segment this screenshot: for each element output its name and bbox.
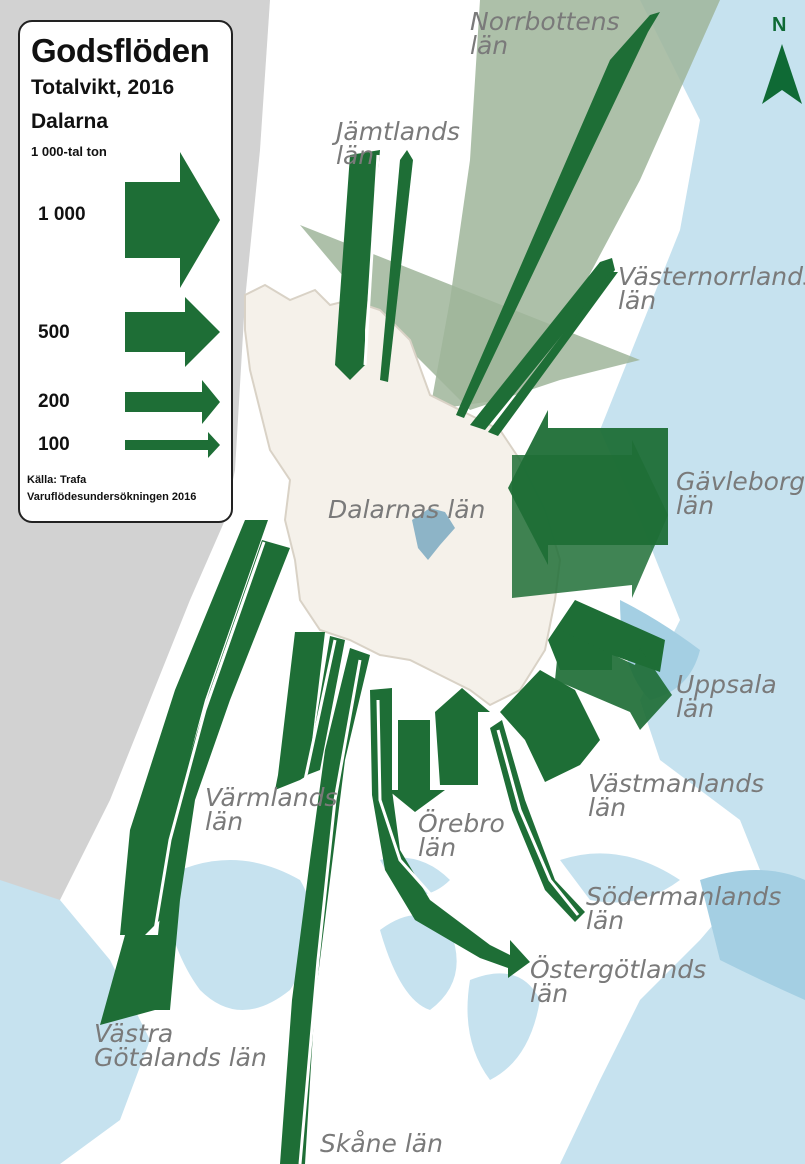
legend-title: Godsflöden (31, 32, 210, 69)
legend-arrows (125, 152, 220, 458)
flow-norrbotten-band (300, 0, 720, 410)
label-gavleborg: Gävleborgs län (676, 467, 805, 520)
north-label: N (772, 14, 787, 36)
north-arrow: N (760, 14, 804, 109)
label-varmland: Värmlands län (205, 783, 338, 836)
label-jamtland: Jämtlands län (336, 117, 460, 170)
label-vasternorrland: Västernorrlands län (618, 262, 805, 315)
legend-level-200: 200 (38, 391, 70, 412)
legend-region: Dalarna (31, 110, 109, 133)
label-norrbotten: Norrbottens län (470, 7, 620, 60)
label-uppsala: Uppsala län (676, 670, 777, 723)
legend-arrow-100 (125, 432, 220, 458)
legend-unit: 1 000-tal ton (31, 144, 107, 159)
north-arrow-icon (762, 44, 802, 104)
flow-separators (153, 154, 580, 1164)
lake-siljan (412, 508, 455, 560)
label-dalarna: Dalarnas län (328, 495, 486, 524)
legend-arrow-500 (125, 297, 220, 367)
label-orebro: Örebro län (418, 809, 505, 862)
legend-level-500: 500 (38, 322, 70, 343)
legend-subtitle: Totalvikt, 2016 (31, 76, 175, 99)
legend-level-1000: 1 000 (38, 204, 86, 225)
label-vastra-gotaland: Västra Götalands län (94, 1019, 267, 1072)
legend-arrow-200 (125, 380, 220, 424)
legend-source-line1: Källa: Trafa (27, 474, 87, 486)
legend-level-100: 100 (38, 434, 70, 455)
label-skane: Skåne län (320, 1129, 443, 1158)
legend-box: Godsflöden Totalvikt, 2016 Dalarna 1 000… (18, 20, 233, 523)
label-sodermanland: Södermanlands län (586, 882, 782, 935)
legend-arrow-1000 (125, 152, 220, 288)
label-vastmanland: Västmanlands län (588, 769, 765, 822)
label-ostergotland: Östergötlands län (530, 955, 707, 1008)
legend-source-line2: Varuflödesundersökningen 2016 (27, 491, 197, 503)
